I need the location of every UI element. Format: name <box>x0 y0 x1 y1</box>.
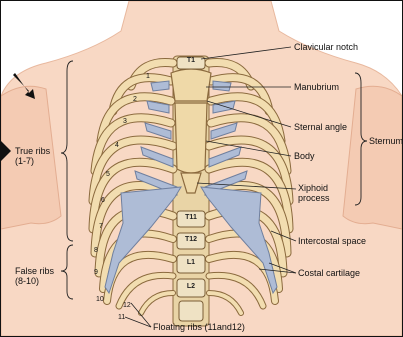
rib-number-8: 8 <box>94 247 98 254</box>
label-floating-ribs: Floating ribs (11and12) <box>153 322 245 332</box>
label-costal-cartilage: Costal cartilage <box>298 268 360 278</box>
vertebra-label-l2: L2 <box>182 283 200 290</box>
rib-number-3: 3 <box>123 118 127 125</box>
label-intercostal-space: Intercostal space <box>298 236 366 246</box>
label-clavicular-notch: Clavicular notch <box>294 42 358 52</box>
label-false-ribs-line2: (8-10) <box>15 276 39 286</box>
label-xiphoid-line2: process <box>298 193 330 203</box>
label-true-ribs-line2: (1-7) <box>15 156 34 166</box>
label-sternum: Sternum <box>369 136 403 146</box>
vertebra-label-t1: T1 <box>182 57 200 64</box>
rib-number-6: 6 <box>101 197 105 204</box>
rib-number-5: 5 <box>106 171 110 178</box>
manubrium <box>171 69 211 101</box>
label-false-ribs-line1: False ribs <box>15 266 54 276</box>
rib-number-2: 2 <box>133 96 137 103</box>
label-manubrium: Manubrium <box>294 82 339 92</box>
rib-number-1: 1 <box>146 73 150 80</box>
rib-number-7: 7 <box>99 223 103 230</box>
rib-number-10: 10 <box>96 296 104 303</box>
rib-number-11: 11 <box>118 314 125 321</box>
label-true-ribs-line1: True ribs <box>15 146 50 156</box>
vertebra-label-l1: L1 <box>182 259 200 266</box>
label-sternal-angle: Sternal angle <box>294 122 347 132</box>
sternum-body <box>175 103 207 173</box>
vertebra-label-t12: T12 <box>182 236 200 243</box>
rib-number-4: 4 <box>115 142 119 149</box>
label-xiphoid-line1: Xiphoid <box>298 183 328 193</box>
rib-number-12: 12 <box>123 302 131 309</box>
label-body: Body <box>294 151 315 161</box>
vertebra-label-t11: T11 <box>182 214 200 221</box>
rib-number-9: 9 <box>94 269 98 276</box>
